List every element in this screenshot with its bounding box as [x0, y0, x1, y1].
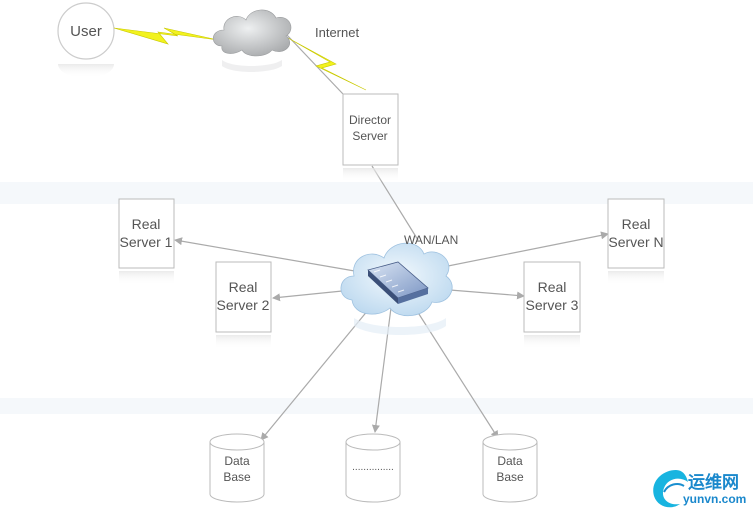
real-server-1-box: Real Server 1 [118, 198, 175, 285]
real-server-3-line2: Server 3 [526, 297, 579, 313]
user-node: User [57, 2, 115, 78]
lan-to-server1-arrow [174, 237, 373, 275]
reflection-band [0, 398, 753, 414]
database-1-line1: Data [224, 454, 250, 468]
director-label-line1: Director [349, 113, 391, 127]
internet-label: Internet [315, 25, 359, 40]
watermark-en: yunvn.com [683, 492, 746, 506]
lan-to-db1-arrow [260, 297, 379, 441]
lan-to-db2-arrow [409, 299, 499, 439]
database-2-line1: Data [497, 454, 523, 468]
director-server-box: Director Server [342, 93, 399, 182]
lan-to-dbmid-arrow [371, 299, 393, 433]
watermark-logo: 运维网 yunvn.com [653, 470, 746, 508]
cloud-icon [212, 9, 292, 72]
real-server-n-line1: Real [622, 216, 651, 232]
real-server-3-line1: Real [538, 279, 567, 295]
lan-to-serverN-arrow [427, 231, 609, 271]
database-icon: Data Base [482, 433, 538, 503]
real-server-1-line2: Server 1 [120, 234, 173, 250]
database-icon: Data Base [209, 433, 265, 503]
internet-to-director-line [285, 33, 344, 95]
real-server-n-box: Real Server N [607, 198, 665, 285]
real-server-2-line1: Real [229, 279, 258, 295]
real-server-3-box: Real Server 3 [523, 261, 581, 349]
real-server-2-line2: Server 2 [217, 297, 270, 313]
logo-swirl-icon [653, 470, 688, 508]
real-server-1-line1: Real [132, 216, 161, 232]
lightning-icon [113, 27, 219, 45]
reflection-band [0, 182, 753, 204]
connections [174, 33, 609, 441]
database-2-line2: Base [496, 470, 524, 484]
director-label-line2: Server [352, 129, 387, 143]
real-server-n-line2: Server N [608, 234, 663, 250]
wan-lan-label: WAN/LAN [404, 233, 458, 247]
watermark-cn: 运维网 [688, 472, 739, 493]
network-switch-icon [367, 261, 429, 304]
database-icon: ............... [345, 433, 401, 503]
lightning-icon [287, 37, 367, 91]
database-mid-label: ............... [352, 462, 394, 473]
real-server-2-box: Real Server 2 [215, 261, 272, 349]
user-label: User [70, 23, 102, 40]
database-1-line2: Base [223, 470, 251, 484]
